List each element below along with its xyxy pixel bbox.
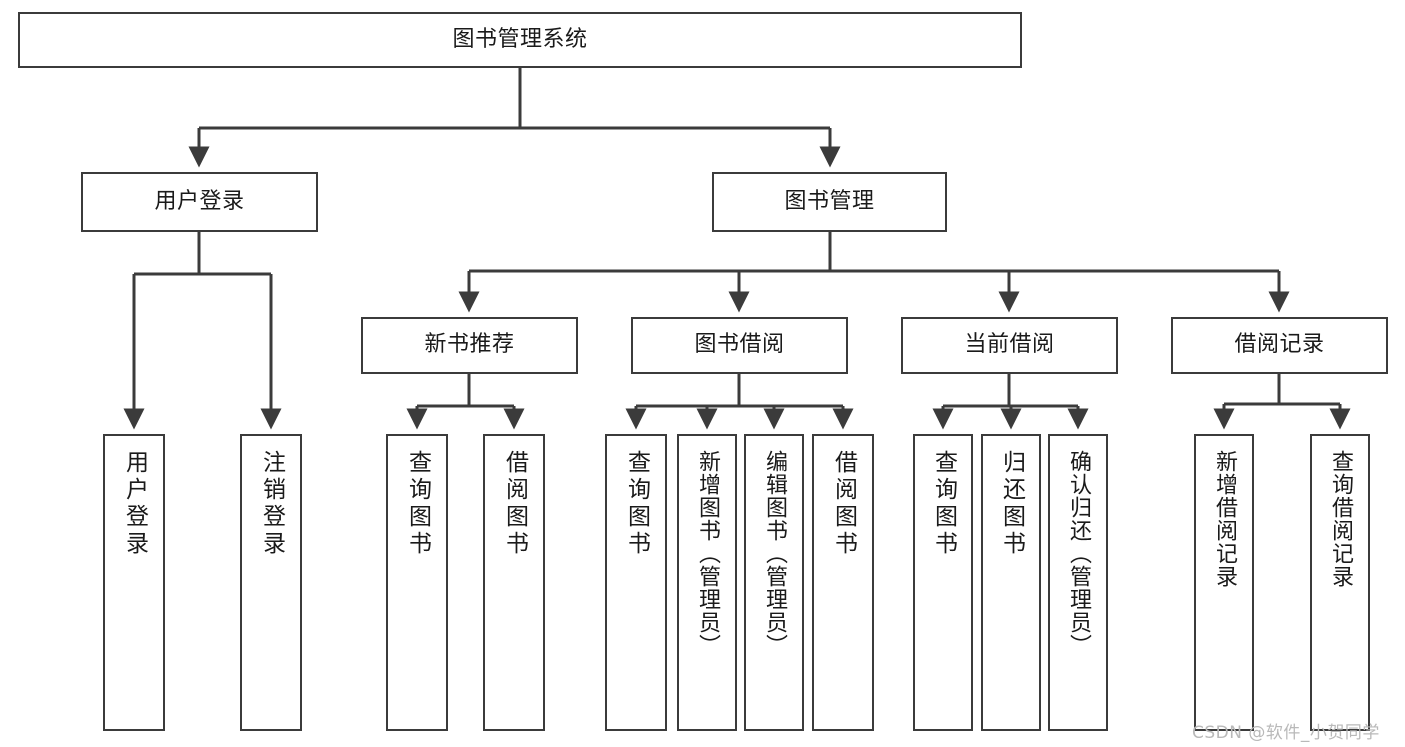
node-leaf-bb-add-label: 新增图书（管理员）: [695, 450, 720, 657]
node-leaf-bb-borrow-label: 借阅图书: [830, 450, 857, 558]
node-leaf-br-add[interactable]: 新增借阅记录: [1194, 434, 1254, 731]
node-leaf-bb-edit-label: 编辑图书（管理员）: [762, 450, 787, 657]
node-leaf-br-add-label: 新增借阅记录: [1212, 450, 1237, 588]
node-book-borrow-label: 图书借阅: [694, 332, 785, 358]
node-current-borrow[interactable]: 当前借阅: [901, 317, 1118, 374]
node-leaf-nbr-query[interactable]: 查询图书: [386, 434, 448, 731]
node-leaf-cb-confirm[interactable]: 确认归还（管理员）: [1048, 434, 1108, 731]
node-leaf-user-login[interactable]: 用户登录: [103, 434, 165, 731]
node-leaf-user-login-label: 用户登录: [121, 450, 148, 558]
node-leaf-cb-return[interactable]: 归还图书: [981, 434, 1041, 731]
node-leaf-br-query-label: 查询借阅记录: [1328, 450, 1353, 588]
node-new-book-recommend-label: 新书推荐: [424, 332, 515, 358]
node-book-manage-label: 图书管理: [784, 188, 875, 214]
node-leaf-bb-borrow[interactable]: 借阅图书: [812, 434, 874, 731]
node-current-borrow-label: 当前借阅: [964, 332, 1055, 358]
node-leaf-br-query[interactable]: 查询借阅记录: [1310, 434, 1370, 731]
node-leaf-nbr-borrow-label: 借阅图书: [501, 450, 528, 558]
node-user-login-label: 用户登录: [154, 188, 245, 214]
node-borrow-record[interactable]: 借阅记录: [1171, 317, 1388, 374]
node-book-borrow[interactable]: 图书借阅: [631, 317, 848, 374]
node-leaf-bb-add[interactable]: 新增图书（管理员）: [677, 434, 737, 731]
node-leaf-cb-query-label: 查询图书: [930, 450, 957, 558]
node-leaf-cb-query[interactable]: 查询图书: [913, 434, 973, 731]
node-root-label: 图书管理系统: [452, 26, 588, 52]
node-borrow-record-label: 借阅记录: [1234, 332, 1325, 358]
node-leaf-bb-query[interactable]: 查询图书: [605, 434, 667, 731]
node-leaf-user-logout[interactable]: 注销登录: [240, 434, 302, 731]
node-leaf-cb-confirm-label: 确认归还（管理员）: [1066, 450, 1091, 657]
node-root[interactable]: 图书管理系统: [18, 12, 1022, 68]
node-leaf-cb-return-label: 归还图书: [998, 450, 1025, 558]
node-book-manage[interactable]: 图书管理: [712, 172, 947, 232]
node-leaf-user-logout-label: 注销登录: [258, 450, 285, 558]
node-leaf-nbr-query-label: 查询图书: [404, 450, 431, 558]
node-leaf-nbr-borrow[interactable]: 借阅图书: [483, 434, 545, 731]
node-user-login[interactable]: 用户登录: [81, 172, 318, 232]
csdn-watermark: CSDN @软件_小贺同学: [1192, 723, 1380, 743]
node-leaf-bb-edit[interactable]: 编辑图书（管理员）: [744, 434, 804, 731]
node-new-book-recommend[interactable]: 新书推荐: [361, 317, 578, 374]
node-leaf-bb-query-label: 查询图书: [623, 450, 650, 558]
